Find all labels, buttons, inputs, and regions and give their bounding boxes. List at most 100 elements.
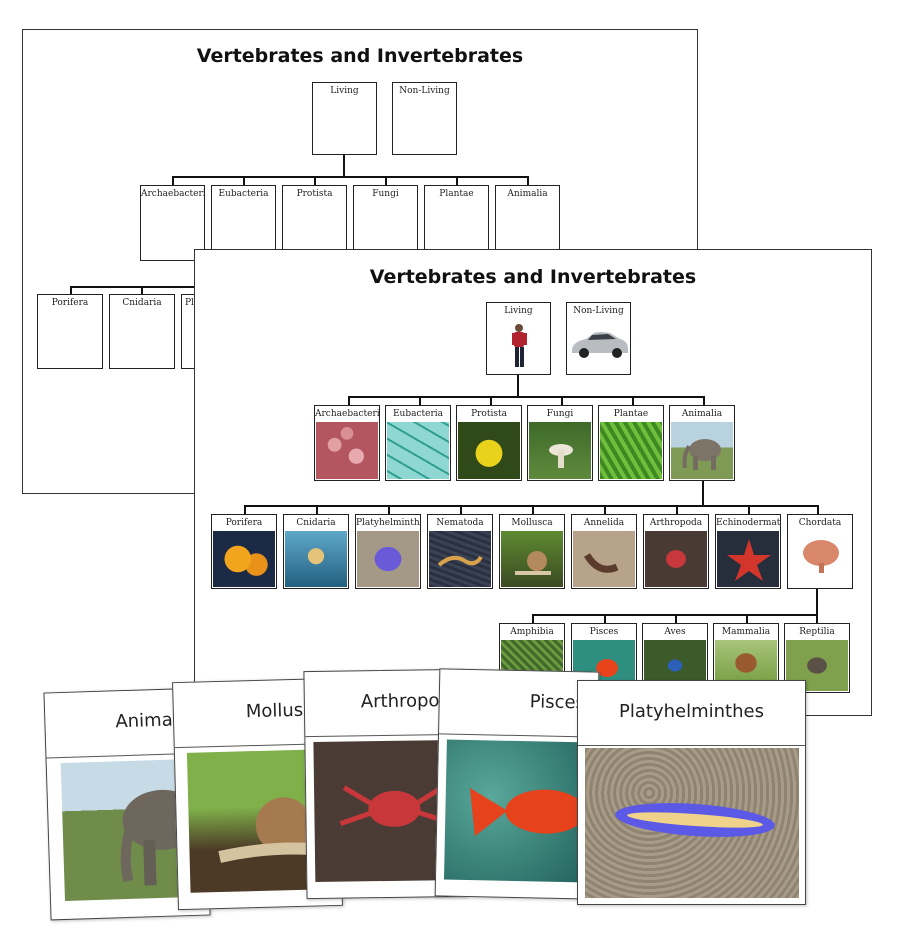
box-label: Living: [504, 306, 533, 316]
box-label: Pl: [185, 298, 194, 308]
box-label: Pisces: [589, 627, 619, 637]
connector-line: [816, 614, 818, 624]
plantae-image: [600, 422, 662, 479]
connector-line: [348, 396, 350, 406]
connector-line: [517, 375, 519, 397]
box-label: Chordata: [798, 518, 842, 528]
card-label: Platyhelminthes: [619, 701, 764, 722]
connector-line: [244, 505, 818, 507]
nematoda-image: [429, 531, 491, 587]
connector-line: [316, 505, 318, 515]
box-label: Plantae: [439, 189, 474, 199]
person-image: [488, 319, 549, 373]
front-box-annelida: Annelida: [571, 514, 637, 589]
connector-line: [244, 505, 246, 515]
elephant-image: [671, 422, 733, 479]
starfish-image: [717, 531, 779, 587]
box-label: Arthropoda: [649, 518, 703, 528]
box-label: Living: [330, 86, 359, 96]
front-box-cnidaria: Cnidaria: [283, 514, 349, 589]
box-label: Archaebacteria: [141, 189, 204, 199]
porifera-image: [213, 531, 275, 587]
connector-line: [456, 176, 458, 186]
box-label: Eubacteria: [218, 189, 269, 199]
box-label: Cnidaria: [296, 518, 336, 528]
box-label: Protista: [471, 409, 507, 419]
box-label: Animalia: [507, 189, 548, 199]
connector-line: [388, 505, 390, 515]
archaebacteria-image: [316, 422, 378, 479]
box-label: Cnidaria: [122, 298, 162, 308]
connector-line: [532, 505, 534, 515]
box-label: Animalia: [681, 409, 723, 419]
back-box-porifera: Porifera: [37, 294, 103, 369]
connector-line: [70, 286, 72, 296]
front-box-chordata: Chordata: [787, 514, 853, 589]
box-label: Plantae: [613, 409, 649, 419]
box-label: Platyhelminthes: [356, 518, 420, 528]
front-chart-sheet: Vertebrates and Invertebrates Living Non…: [194, 249, 872, 716]
card-header: Pisces: [439, 669, 599, 738]
connector-line: [314, 176, 316, 186]
box-label: Archaebacteria: [315, 409, 379, 419]
fungi-image: [529, 422, 591, 479]
box-label: Porifera: [225, 518, 263, 528]
connector-line: [748, 505, 750, 515]
connector-line: [702, 481, 704, 506]
back-box-living: Living: [312, 82, 377, 155]
connector-line: [70, 286, 200, 288]
back-box-non-living: Non-Living: [392, 82, 457, 155]
box-label: Non-Living: [399, 86, 450, 96]
box-label: Protista: [296, 189, 333, 199]
connector-line: [675, 614, 677, 624]
front-sheet-title: Vertebrates and Invertebrates: [369, 266, 697, 288]
connector-line: [172, 176, 174, 186]
back-box-eubacteria: Eubacteria: [211, 185, 276, 261]
box-label: Nematoda: [436, 518, 484, 528]
box-label: Porifera: [51, 298, 89, 308]
fish-photo: [443, 739, 597, 883]
box-label: Non-Living: [573, 306, 624, 316]
connector-line: [561, 396, 563, 406]
front-box-plantae: Plantae: [598, 405, 664, 481]
car-image: [568, 319, 629, 373]
front-box-eubacteria: Eubacteria: [385, 405, 451, 481]
back-sheet-title: Vertebrates and Invertebrates: [196, 45, 524, 67]
flatworm-photo: [585, 748, 799, 898]
back-box-cnidaria: Cnidaria: [109, 294, 175, 369]
connector-line: [532, 614, 817, 616]
box-label: Aves: [664, 627, 686, 637]
back-box-archaebacteria: Archaebacteria: [140, 185, 205, 261]
back-box-plantae: Plantae: [424, 185, 489, 261]
connector-line: [816, 589, 818, 615]
connector-line: [817, 505, 819, 515]
back-box-protista: Protista: [282, 185, 347, 261]
box-label: Annelida: [583, 518, 625, 528]
connector-line: [172, 176, 527, 178]
box-label: Reptilia: [799, 627, 835, 637]
connector-line: [419, 396, 421, 406]
connector-line: [348, 396, 703, 398]
cnidaria-image: [285, 531, 347, 587]
box-label: Eubacteria: [392, 409, 444, 419]
box-label: Amphibia: [510, 627, 554, 637]
connector-line: [460, 505, 462, 515]
card-platyhelminthes: Platyhelminthes: [577, 680, 806, 905]
card-arthropoda: Arthropod: [303, 668, 467, 900]
front-box-non-living: Non-Living: [566, 302, 631, 375]
annelida-image: [573, 531, 635, 587]
front-box-fungi: Fungi: [527, 405, 593, 481]
front-box-animalia: Animalia: [669, 405, 735, 481]
front-box-platyhelminthes: Platyhelminthes: [355, 514, 421, 589]
connector-line: [676, 505, 678, 515]
crab-photo: [313, 739, 461, 882]
crab-image: [645, 531, 707, 587]
connector-line: [527, 176, 529, 186]
front-box-echinodermata: Echinodermata: [715, 514, 781, 589]
connector-line: [532, 614, 534, 624]
front-box-archaebacteria: Archaebacteria: [314, 405, 380, 481]
brain-image: [789, 531, 851, 587]
front-box-living: Living: [486, 302, 551, 375]
connector-line: [141, 286, 143, 296]
connector-line: [604, 505, 606, 515]
